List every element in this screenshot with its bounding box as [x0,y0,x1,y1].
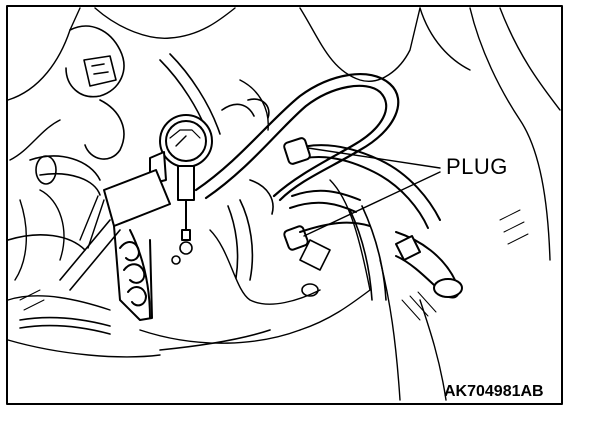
engine-block [7,7,561,401]
figure-border [6,5,563,405]
tester-body [79,151,171,321]
plug-1 [283,137,311,165]
left-hardware [7,25,270,335]
hose-loop [194,73,400,202]
callout-leaders [303,147,441,237]
pressure-gauge [159,114,213,241]
shading-hatch [19,209,529,321]
figure-code: AK704981AB [444,383,544,400]
plug-label: PLUG [446,154,508,179]
lower-parts [159,179,387,351]
plugged-hoses [283,137,463,299]
leader-line-2 [303,171,441,237]
leader-line-1 [307,147,441,169]
plug-2 [283,225,309,251]
